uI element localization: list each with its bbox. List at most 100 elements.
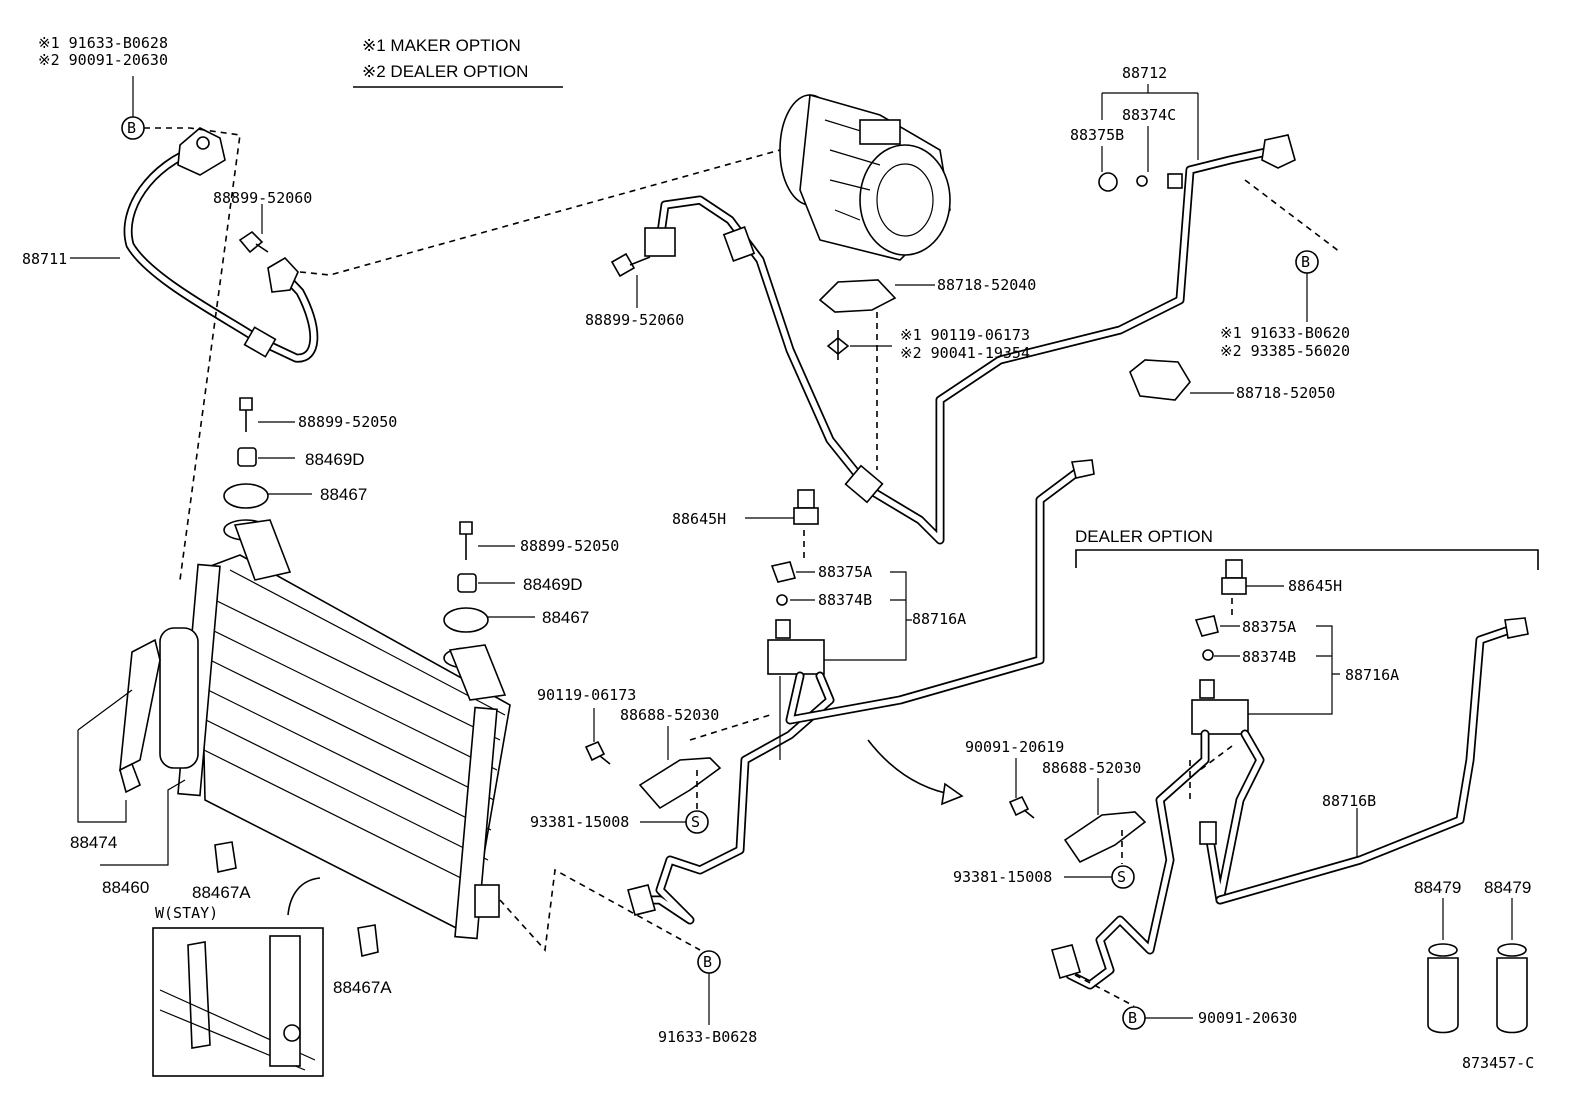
pipe-end-top <box>1070 459 1095 479</box>
core-88374b <box>776 594 788 606</box>
bolt-head <box>584 740 606 762</box>
collar-88469d <box>237 447 257 467</box>
dashed-dealer-stems <box>1189 745 1233 800</box>
hose-crimp-lower <box>844 464 884 504</box>
label-88712: 88712 <box>1122 64 1167 82</box>
bracket-body <box>818 279 897 313</box>
condenser-core <box>199 554 511 937</box>
option-legend: ※1 MAKER OPTION ※2 DEALER OPTION <box>353 36 563 88</box>
hose-fitting-lower <box>267 256 299 293</box>
label-88469d-left: 88469D <box>305 450 365 469</box>
label-88467-left: 88467 <box>320 485 367 504</box>
canister-88479-left <box>1427 898 1459 1034</box>
label-93381-15008-dealer: 93381-15008 <box>953 868 1052 886</box>
bolt-90091-20619 <box>1008 795 1035 819</box>
label-88374b-center: 88374B <box>818 591 872 609</box>
filter-screen <box>119 638 161 772</box>
compressor-fins <box>824 119 891 221</box>
stay-bar <box>187 941 211 1049</box>
bracket-body <box>1129 359 1191 401</box>
w-stay-inset-detail <box>159 935 316 1071</box>
valve-block-88716a-center <box>767 561 825 675</box>
pipe-end-dealer <box>1504 617 1529 639</box>
valve-block <box>1191 699 1249 735</box>
dashed-link-b-right <box>1244 179 1341 253</box>
leader-88460 <box>100 779 186 866</box>
label-88688-52030-center: 88688-52030 <box>620 706 719 724</box>
service-valve <box>1167 173 1183 189</box>
core-88374b <box>1202 649 1214 661</box>
label-88375b: 88375B <box>1070 126 1124 144</box>
filter-plug <box>119 762 142 794</box>
top-left-option-note: ※1 91633-B0628 ※2 90091-20630 <box>38 34 168 69</box>
stay-tank <box>269 935 301 1067</box>
bracket-88688-52030-dealer <box>1063 811 1147 864</box>
label-88688-52030-dealer: 88688-52030 <box>1042 759 1141 777</box>
bracket-body <box>638 757 722 810</box>
bracket-88712 <box>1101 84 1199 160</box>
mount-stack-left <box>223 397 269 541</box>
label-88711: 88711 <box>22 250 67 268</box>
pipe-fitting-bottom <box>627 884 656 916</box>
grommet-body <box>214 841 237 873</box>
right-note-dealer: ※2 93385-56020 <box>1220 342 1350 360</box>
grommet-body <box>357 924 379 957</box>
label-88899-52060-center: 88899-52060 <box>585 311 684 329</box>
canister-88479-right <box>1496 898 1528 1034</box>
bracket-88716a-dealer <box>1248 625 1340 715</box>
label-90091-20630: 90091-20630 <box>1198 1009 1297 1027</box>
fitting-hole <box>196 136 210 150</box>
hose-crimp-upper <box>722 226 756 262</box>
switch-hex <box>793 507 819 525</box>
valve-core-88374c <box>1136 175 1148 187</box>
bolt-head <box>1008 795 1030 817</box>
bolt-shank <box>1023 809 1035 819</box>
compressor-clutch-face <box>859 144 951 256</box>
marker-b-right-text: B <box>1301 253 1310 271</box>
pipe-end-fitting <box>1261 134 1296 169</box>
canister-body <box>1427 957 1459 1034</box>
label-88899-52050-left: 88899-52050 <box>298 413 397 431</box>
canister-cap <box>1497 943 1527 957</box>
upper-bracket-right <box>448 644 507 701</box>
bolt-88899-52060-left <box>238 230 269 254</box>
label-88479-left: 88479 <box>1414 878 1461 897</box>
note-dealer-part: ※2 90091-20630 <box>38 51 168 69</box>
label-88718-52040: 88718-52040 <box>937 276 1036 294</box>
label-90091-20619: 90091-20619 <box>965 738 1064 756</box>
pressure-switch-88645h-dealer <box>1221 559 1247 595</box>
bolt-88899-52060-center <box>610 252 651 278</box>
dealer-option-bracket <box>1075 549 1539 570</box>
condenser-outlet-fitting <box>474 884 500 918</box>
bolt-note-maker: ※1 90119-06173 <box>900 326 1030 344</box>
label-88899-52060-left: 88899-52060 <box>213 189 312 207</box>
dashed-link-b-top-left <box>144 127 241 581</box>
filter-88474 <box>119 638 161 794</box>
condenser-right-tank <box>454 706 498 940</box>
bolt-note-dealer: ※2 90041-19354 <box>900 344 1030 362</box>
valve-block-88716a-dealer <box>1191 615 1249 735</box>
marker-s-dealer-text: S <box>1117 868 1126 886</box>
bracket-88718-52040 <box>818 279 897 313</box>
label-88467-right: 88467 <box>542 608 589 627</box>
cap-88375b <box>1098 172 1118 192</box>
dashed-link-condenser-outlet <box>499 868 701 952</box>
marker-b-bottom-text: B <box>703 953 712 971</box>
label-88467a-left: 88467A <box>192 883 251 902</box>
label-88645h-center: 88645H <box>672 510 726 528</box>
discharge-hose-88711 <box>123 127 319 363</box>
grommet-88467a-right <box>357 924 379 957</box>
cap-88375a <box>1194 615 1219 637</box>
condenser-fins <box>203 569 506 891</box>
label-88460: 88460 <box>102 878 149 897</box>
pipe-fitting-dealer-mid <box>1199 821 1217 845</box>
bolt-shank <box>629 256 651 266</box>
dealer-option-legend: ※2 DEALER OPTION <box>362 62 528 81</box>
receiver-drier <box>159 627 199 769</box>
pipe-fitting-dealer-bottom <box>1051 944 1081 979</box>
bolt-shank <box>255 243 269 253</box>
bolt-shank <box>599 755 611 765</box>
switch-body <box>1225 559 1243 579</box>
liquid-pipe-dealer <box>1051 617 1529 990</box>
arrow-to-dealer-option <box>867 739 956 796</box>
